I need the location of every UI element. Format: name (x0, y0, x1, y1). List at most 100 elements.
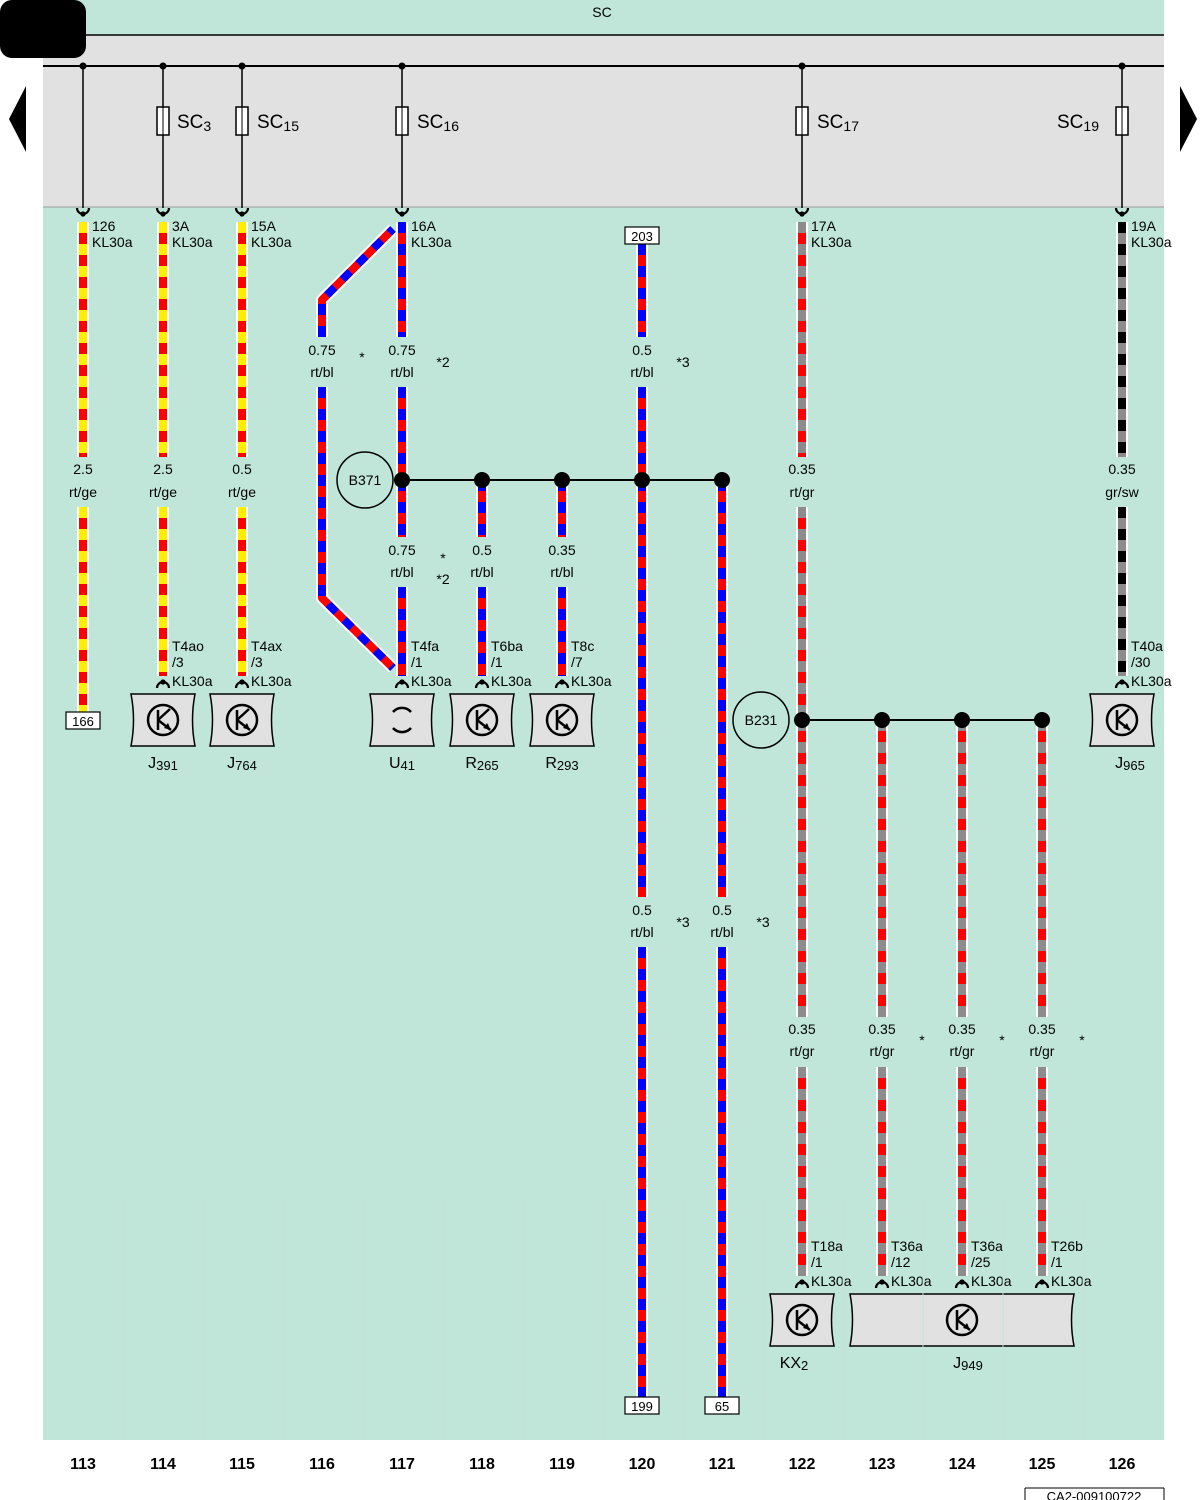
svg-text:*: * (359, 349, 365, 365)
svg-text:0.35: 0.35 (788, 1021, 815, 1037)
svg-text:rt/gr: rt/gr (870, 1043, 895, 1059)
svg-text:/25: /25 (971, 1254, 991, 1270)
svg-text:rt/gr: rt/gr (790, 484, 815, 500)
svg-text:rt/ge: rt/ge (228, 484, 256, 500)
svg-text:126: 126 (1109, 1456, 1136, 1473)
fuse-sc16[interactable]: SC16 (395, 106, 459, 136)
svg-text:/3: /3 (172, 654, 184, 670)
fuse-sc19[interactable]: SC19 (1057, 106, 1129, 136)
svg-text:/1: /1 (491, 654, 503, 670)
component-j949[interactable]: J949 (849, 1293, 1075, 1373)
svg-text:J391: J391 (148, 755, 178, 773)
component-j391[interactable]: J391 (130, 693, 196, 773)
svg-text:121: 121 (709, 1456, 736, 1473)
svg-text:B371: B371 (349, 472, 382, 488)
svg-text:124: 124 (949, 1456, 976, 1473)
svg-text:T36a: T36a (891, 1238, 923, 1254)
ref-box-203[interactable]: 203 (624, 226, 660, 245)
svg-text:*2: *2 (436, 354, 449, 370)
ref-box-65[interactable]: 65 (704, 1396, 740, 1415)
splice-dot (714, 472, 730, 488)
svg-text:rt/bl: rt/bl (710, 924, 733, 940)
svg-text:0.35: 0.35 (1028, 1021, 1055, 1037)
next-page-arrow[interactable] (1180, 86, 1197, 152)
svg-text:gr/sw: gr/sw (1105, 484, 1139, 500)
previous-page-arrow[interactable] (9, 86, 26, 152)
component-j764[interactable]: J764 (209, 693, 275, 773)
svg-text:116: 116 (309, 1456, 335, 1473)
svg-text:rt/gr: rt/gr (1030, 1043, 1055, 1059)
splice-dot (634, 472, 650, 488)
svg-text:J764: J764 (227, 755, 257, 773)
component-kx2[interactable]: KX2 (769, 1293, 835, 1373)
svg-text:KL30a: KL30a (891, 1273, 932, 1289)
fuse-label: SC16 (417, 112, 459, 134)
svg-text:J949: J949 (953, 1355, 983, 1373)
terminal-pin (874, 1279, 890, 1289)
component-r265[interactable]: R265 (449, 693, 515, 773)
svg-text:113: 113 (70, 1456, 96, 1473)
svg-text:T4ao: T4ao (172, 638, 204, 654)
bus-taps (82, 66, 1123, 208)
svg-text:0.75: 0.75 (388, 542, 415, 558)
svg-text:*3: *3 (756, 914, 769, 930)
svg-text:rt/ge: rt/ge (69, 484, 97, 500)
splice-dot (1034, 712, 1050, 728)
svg-text:rt/gr: rt/gr (950, 1043, 975, 1059)
component-r293[interactable]: R293 (529, 693, 595, 773)
ref-box-199[interactable]: 199 (624, 1396, 660, 1415)
svg-text:0.5: 0.5 (472, 542, 492, 558)
bus-dot (798, 62, 806, 70)
component-j965[interactable]: J965 (1089, 693, 1155, 773)
terminal-pin (234, 679, 250, 689)
svg-text:KX2: KX2 (780, 1355, 809, 1373)
splice-dot (394, 472, 410, 488)
splice-dot (554, 472, 570, 488)
svg-text:0.35: 0.35 (788, 461, 815, 477)
svg-text:rt/bl: rt/bl (630, 364, 653, 380)
svg-text:/30: /30 (1131, 654, 1151, 670)
svg-text:rt/gr: rt/gr (790, 1043, 815, 1059)
svg-text:*2: *2 (436, 571, 449, 587)
svg-text:KL30a: KL30a (571, 673, 612, 689)
svg-text:17A: 17A (811, 218, 837, 234)
fuse-sc17[interactable]: SC17 (795, 106, 859, 136)
svg-text:T4ax: T4ax (251, 638, 282, 654)
sc-label: SC (592, 4, 611, 20)
svg-text:114: 114 (150, 1456, 176, 1473)
svg-text:CA2-009100722: CA2-009100722 (1047, 1489, 1142, 1500)
svg-text:J965: J965 (1115, 755, 1145, 773)
terminal-pin (794, 1279, 810, 1289)
terminal-pin (155, 679, 171, 689)
terminal-pin (394, 679, 410, 689)
fuse-label: SC3 (177, 112, 211, 134)
svg-text:R265: R265 (465, 755, 498, 773)
svg-text:199: 199 (631, 1399, 653, 1414)
splice-dot (874, 712, 890, 728)
terminal-pin (394, 207, 410, 217)
svg-text:KL30a: KL30a (411, 673, 452, 689)
junction-b231[interactable]: B231 (732, 691, 790, 749)
splice-dot (794, 712, 810, 728)
svg-text:KL30a: KL30a (491, 673, 532, 689)
component-u41[interactable]: U41 (369, 693, 435, 773)
junction-b371[interactable]: B371 (336, 451, 394, 509)
svg-text:0.35: 0.35 (1108, 461, 1135, 477)
svg-text:KL30a: KL30a (1131, 234, 1172, 250)
wire-116[interactable] (316, 224, 398, 673)
svg-text:KL30a: KL30a (1051, 1273, 1092, 1289)
svg-text:KL30a: KL30a (971, 1273, 1012, 1289)
terminal-pin (75, 207, 91, 217)
document-id: CA2-009100722 (1024, 1487, 1165, 1500)
fuse-sc15[interactable]: SC15 (235, 106, 299, 136)
splice-dot (474, 472, 490, 488)
svg-text:T26b: T26b (1051, 1238, 1083, 1254)
fuse-sc3[interactable]: SC3 (156, 106, 211, 136)
svg-text:T18a: T18a (811, 1238, 843, 1254)
ref-box-166[interactable]: 166 (65, 711, 101, 730)
terminal-pin (1114, 207, 1130, 217)
svg-text:rt/bl: rt/bl (390, 564, 413, 580)
